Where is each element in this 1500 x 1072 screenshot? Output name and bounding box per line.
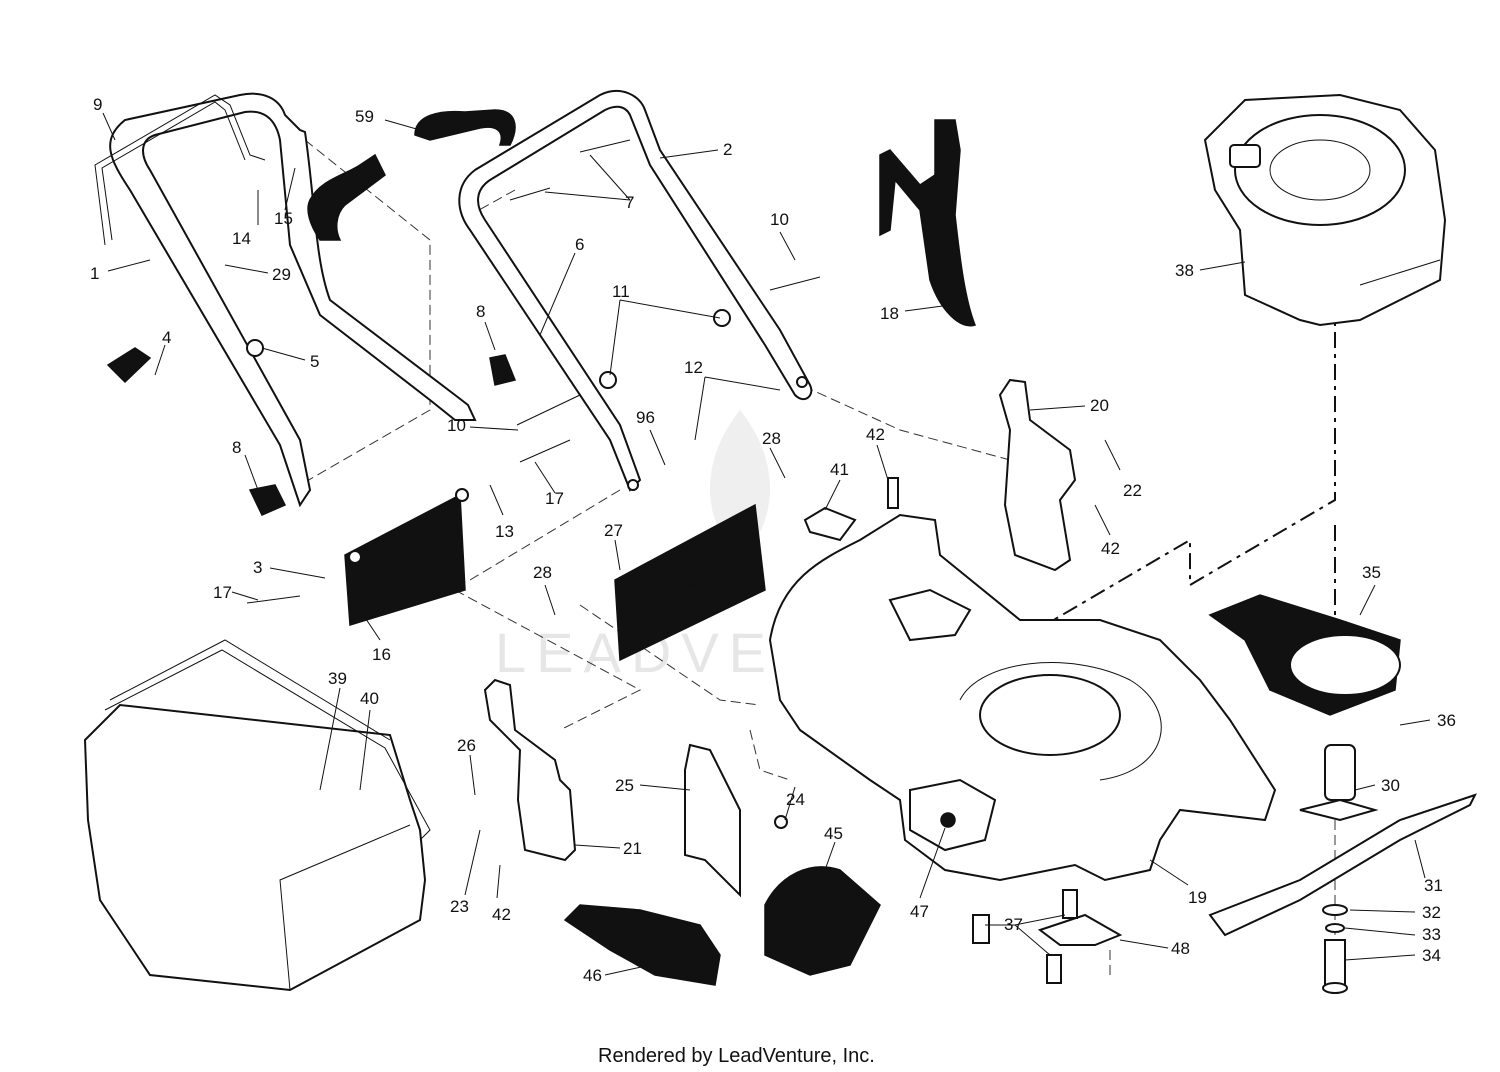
callout-40: 40	[360, 689, 379, 708]
height-adjuster-front	[483, 678, 577, 862]
engine	[1203, 93, 1447, 327]
callout-36: 36	[1437, 711, 1456, 730]
callout-20: 20	[1090, 396, 1109, 415]
callout-35: 35	[1362, 563, 1381, 582]
callout-37: 37	[1004, 915, 1023, 934]
callout-38: 38	[1175, 261, 1194, 280]
handle-grips	[307, 109, 516, 241]
callout-96: 96	[636, 408, 655, 427]
callout-32: 32	[1422, 903, 1441, 922]
callout-30: 30	[1381, 776, 1400, 795]
callout-24: 24	[786, 790, 805, 809]
callout-59: 59	[355, 107, 374, 126]
blade	[1208, 793, 1477, 937]
bracket-48	[1037, 913, 1123, 946]
height-adjuster-rear	[998, 378, 1077, 572]
callout-8b: 8	[232, 438, 241, 457]
rope-guide	[879, 119, 976, 327]
callout-17a: 17	[545, 489, 564, 508]
blade-adapter	[1299, 744, 1379, 822]
callout-42c: 42	[492, 905, 511, 924]
callout-27: 27	[604, 521, 623, 540]
callout-42a: 42	[866, 425, 885, 444]
callout-28b: 28	[533, 563, 552, 582]
side-discharge-door	[764, 866, 881, 976]
rear-flap	[344, 488, 469, 626]
callout-10: 10	[770, 210, 789, 229]
callout-12: 12	[684, 358, 703, 377]
callout-31: 31	[1424, 876, 1443, 895]
mower-deck	[768, 513, 1277, 882]
callout-25: 25	[615, 776, 634, 795]
blade-guard	[1208, 594, 1401, 716]
handle-upper-right	[458, 90, 813, 492]
callout-10b: 10	[447, 416, 466, 435]
callout-2: 2	[723, 140, 732, 159]
part-41	[803, 506, 857, 542]
callout-21: 21	[623, 839, 642, 858]
callout-8a: 8	[476, 302, 485, 321]
mulch-plug-part	[684, 743, 741, 898]
callout-23: 23	[450, 897, 469, 916]
control-bail	[94, 94, 266, 246]
callout-1: 1	[90, 264, 99, 283]
callout-9: 9	[93, 95, 102, 114]
callout-14: 14	[232, 229, 251, 248]
callout-18: 18	[880, 304, 899, 323]
callout-47: 47	[910, 902, 929, 921]
callout-13: 13	[495, 522, 514, 541]
callout-45: 45	[824, 824, 843, 843]
callout-leaders	[102, 112, 1431, 976]
callout-41: 41	[830, 460, 849, 479]
fasteners	[106, 139, 1078, 984]
callout-7: 7	[625, 193, 634, 212]
handle-lower-left	[109, 92, 477, 508]
callout-34: 34	[1422, 946, 1441, 965]
callout-17b: 17	[213, 583, 232, 602]
callout-28a: 28	[762, 429, 781, 448]
callout-48: 48	[1171, 939, 1190, 958]
footer-credit: Rendered by LeadVenture, Inc.	[598, 1045, 875, 1067]
callout-26: 26	[457, 736, 476, 755]
discharge-chute	[563, 904, 721, 986]
callout-29: 29	[272, 265, 291, 284]
callout-22: 22	[1123, 481, 1142, 500]
callout-15: 15	[274, 209, 293, 228]
callout-39: 39	[328, 669, 347, 688]
callout-42b: 42	[1101, 539, 1120, 558]
callout-5: 5	[310, 352, 319, 371]
callout-4: 4	[162, 328, 171, 347]
callout-11: 11	[612, 282, 630, 301]
callout-6: 6	[575, 235, 584, 254]
callout-46: 46	[583, 966, 602, 985]
callout-3: 3	[253, 558, 262, 577]
grass-catcher	[83, 639, 431, 992]
callout-33: 33	[1422, 925, 1441, 944]
callout-19: 19	[1188, 888, 1207, 907]
rear-door	[614, 503, 766, 662]
callout-16: 16	[372, 645, 391, 664]
blade-hardware	[1322, 904, 1348, 994]
callout-labels: 9 59 2 7 14 15 1 29 6 10 18 38 4 5 8 11 …	[90, 95, 1456, 985]
